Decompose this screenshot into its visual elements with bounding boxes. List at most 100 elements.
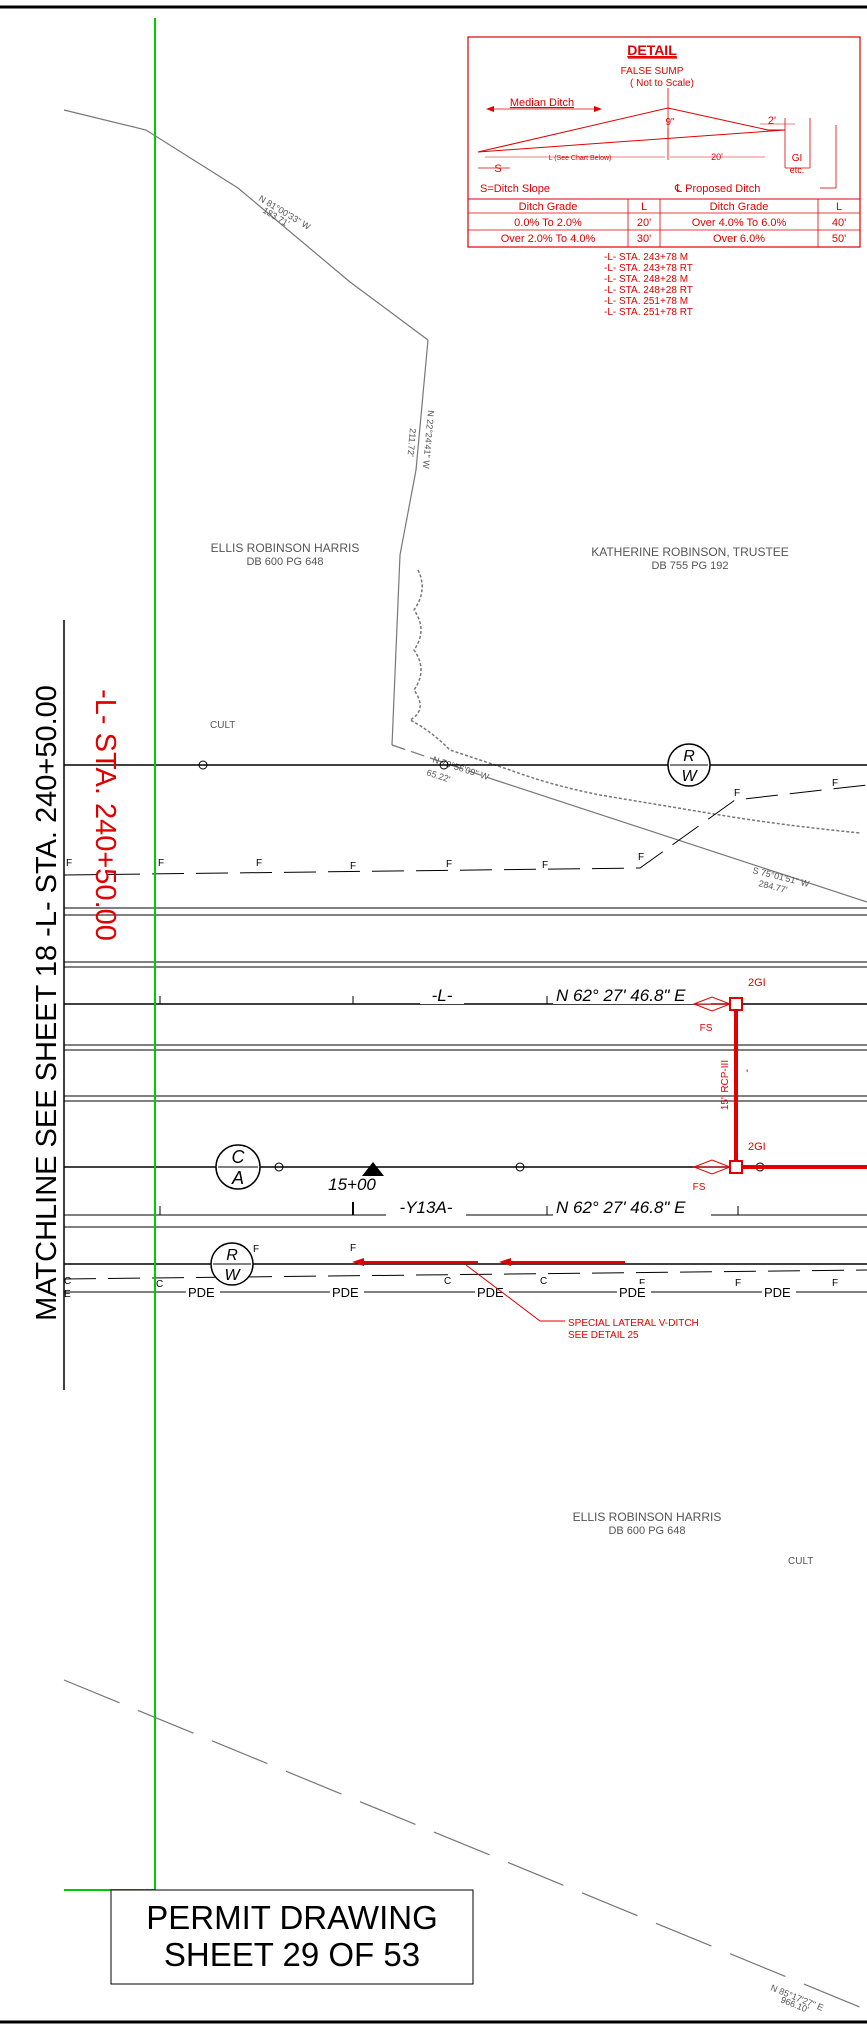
table-cell: 50'	[832, 233, 846, 245]
ditch-note-line1: SPECIAL LATERAL V-DITCH	[568, 1318, 699, 1329]
fs-bottom-label: FS	[693, 1182, 706, 1193]
alignment-mask	[553, 1196, 711, 1216]
median-arrow-head-left	[486, 106, 494, 112]
ca-symbol: C A	[215, 1144, 261, 1190]
table-cell: Over 4.0% To 6.0%	[692, 217, 787, 229]
alignment-L-label: -L-	[432, 986, 453, 1005]
pde-label: PDE	[764, 1285, 791, 1300]
ditch-note-leader	[465, 1264, 565, 1322]
false-sump-detail: DETAIL FALSE SUMP ( Not to Scale) Median…	[467, 36, 861, 248]
detail-proposed-ditch: ℄ Proposed Ditch	[674, 183, 760, 195]
e-label: E	[64, 1289, 71, 1300]
detail-station-list: -L- STA. 243+78 M -L- STA. 243+78 RT -L-…	[604, 252, 693, 318]
detail-median-ditch: Median Ditch	[510, 97, 574, 109]
matchline: MATCHLINE SEE SHEET 18 -L- STA. 240+50.0…	[31, 18, 156, 1891]
table-header-L-1: L	[641, 201, 647, 213]
sump-profile-top	[477, 107, 785, 153]
pipe-label: 15" RCP-III	[720, 1060, 731, 1110]
property-line-west	[391, 339, 429, 746]
gi-top-label: 2GI	[748, 977, 766, 989]
detail-dim-9in: 9"	[665, 117, 675, 128]
table-cell: 0.0% To 2.0%	[514, 217, 582, 229]
rw-symbol-south: R W	[210, 1242, 254, 1286]
sump-profile-bottom	[477, 129, 786, 153]
ca-c: C	[232, 1147, 246, 1167]
detail-subtitle-scale: ( Not to Scale)	[630, 78, 694, 89]
station-item: -L- STA. 243+78 RT	[604, 263, 693, 274]
permit-line-1: PERMIT DRAWING	[146, 1899, 438, 1936]
fence-f-label: F	[350, 1243, 356, 1254]
pde-label: PDE	[477, 1285, 504, 1300]
fence-f-label: F	[734, 788, 740, 799]
pde-label: PDE	[332, 1285, 359, 1300]
alignment-mask	[553, 984, 711, 1004]
pde-mask	[617, 1284, 651, 1298]
station-item: -L- STA. 248+28 M	[604, 274, 688, 285]
fs-top-label: FS	[700, 1023, 713, 1034]
bearing-b2: N 22°24'41" W	[421, 410, 436, 470]
table-header-grade-1: Ditch Grade	[519, 201, 578, 213]
detail-gi: GI	[792, 153, 803, 164]
permit-box-frame	[110, 1889, 474, 1985]
owner-labels: ELLIS ROBINSON HARRIS DB 600 PG 648 KATH…	[210, 541, 813, 1567]
bearing-b3-dist: 65.22'	[425, 767, 451, 784]
fence-f-label: F	[253, 1244, 259, 1255]
fence-f-label: F	[158, 858, 164, 869]
lateral-ditch-arrowhead-2	[499, 1258, 511, 1266]
alignment-mask	[386, 1198, 466, 1216]
alignment-mask	[420, 986, 464, 1004]
table-cell: 30'	[637, 233, 651, 245]
station-marker-triangle	[362, 1162, 384, 1176]
detail-slope-s: S	[494, 163, 501, 175]
fence-f-label: F	[638, 852, 644, 863]
pde-label: PDE	[188, 1285, 215, 1300]
c-label: C	[64, 1276, 71, 1287]
owner-1-deed: DB 600 PG 648	[246, 556, 323, 568]
station-15-label: 15+00	[328, 1175, 376, 1194]
pde-label: PDE	[619, 1285, 646, 1300]
owner-2-deed: DB 755 PG 192	[651, 560, 728, 572]
fence-f-label: F	[350, 861, 356, 872]
ditch-note-line2: SEE DETAIL 25	[568, 1330, 639, 1341]
table-cell: Over 2.0% To 4.0%	[501, 233, 596, 245]
pde-mask	[330, 1284, 364, 1298]
detail-s-def: S=Ditch Slope	[480, 183, 550, 195]
gi-structure-top	[729, 997, 743, 1011]
pde-labels: PDE PDE PDE PDE PDE	[186, 1284, 796, 1300]
fence-f-label: F	[256, 858, 262, 869]
table-cell: 20'	[637, 217, 651, 229]
roadway-lines	[64, 764, 867, 1265]
fence-labels: F F F F F F F F F F F F F F C C C C E	[64, 778, 838, 1300]
pipe-tick-mark: '	[746, 1067, 748, 1081]
owner-3-name: ELLIS ROBINSON HARRIS	[573, 1510, 722, 1524]
fence-line-south	[63, 1269, 867, 1280]
gi-structure-bottom	[729, 1160, 743, 1174]
control-point	[439, 760, 449, 770]
matchline-station-red: -L- STA. 240+50.00	[89, 689, 121, 941]
pde-mask	[762, 1284, 796, 1298]
fence-f-label: F	[639, 1278, 645, 1289]
control-points	[198, 760, 765, 1172]
detail-dim-20ft: 20'	[711, 152, 723, 162]
ca-a: A	[231, 1168, 244, 1188]
rw-w: W	[681, 768, 698, 785]
control-point	[198, 760, 208, 770]
detail-frame	[467, 36, 861, 248]
rw-r: R	[226, 1247, 238, 1264]
property-line-south-east	[494, 779, 867, 903]
matchline-text: MATCHLINE SEE SHEET 18 -L- STA. 240+50.0…	[31, 685, 63, 1321]
property-line-south	[63, 1679, 867, 2011]
station-item: -L- STA. 243+78 M	[604, 252, 688, 263]
owner-1-name: ELLIS ROBINSON HARRIS	[211, 541, 360, 555]
alignment-labels: -L- N 62° 27' 46.8" E -Y13A- N 62° 27' 4…	[328, 984, 711, 1217]
alignment-Y13A-label: -Y13A-	[400, 1198, 453, 1217]
detail-title: DETAIL	[627, 42, 677, 58]
alignment-L-bearing: N 62° 27' 46.8" E	[556, 986, 686, 1005]
station-item: -L- STA. 248+28 RT	[604, 285, 693, 296]
alignment-Y13A-bearing: N 62° 27' 46.8" E	[556, 1198, 686, 1217]
detail-etc: etc.	[790, 165, 805, 175]
bearing-labels: N 81°00'33" W 183.71' N 22°24'41" W 211.…	[257, 193, 825, 2015]
pde-mask	[186, 1284, 220, 1298]
station-item: -L- STA. 251+78 M	[604, 296, 688, 307]
control-point	[274, 1162, 284, 1172]
